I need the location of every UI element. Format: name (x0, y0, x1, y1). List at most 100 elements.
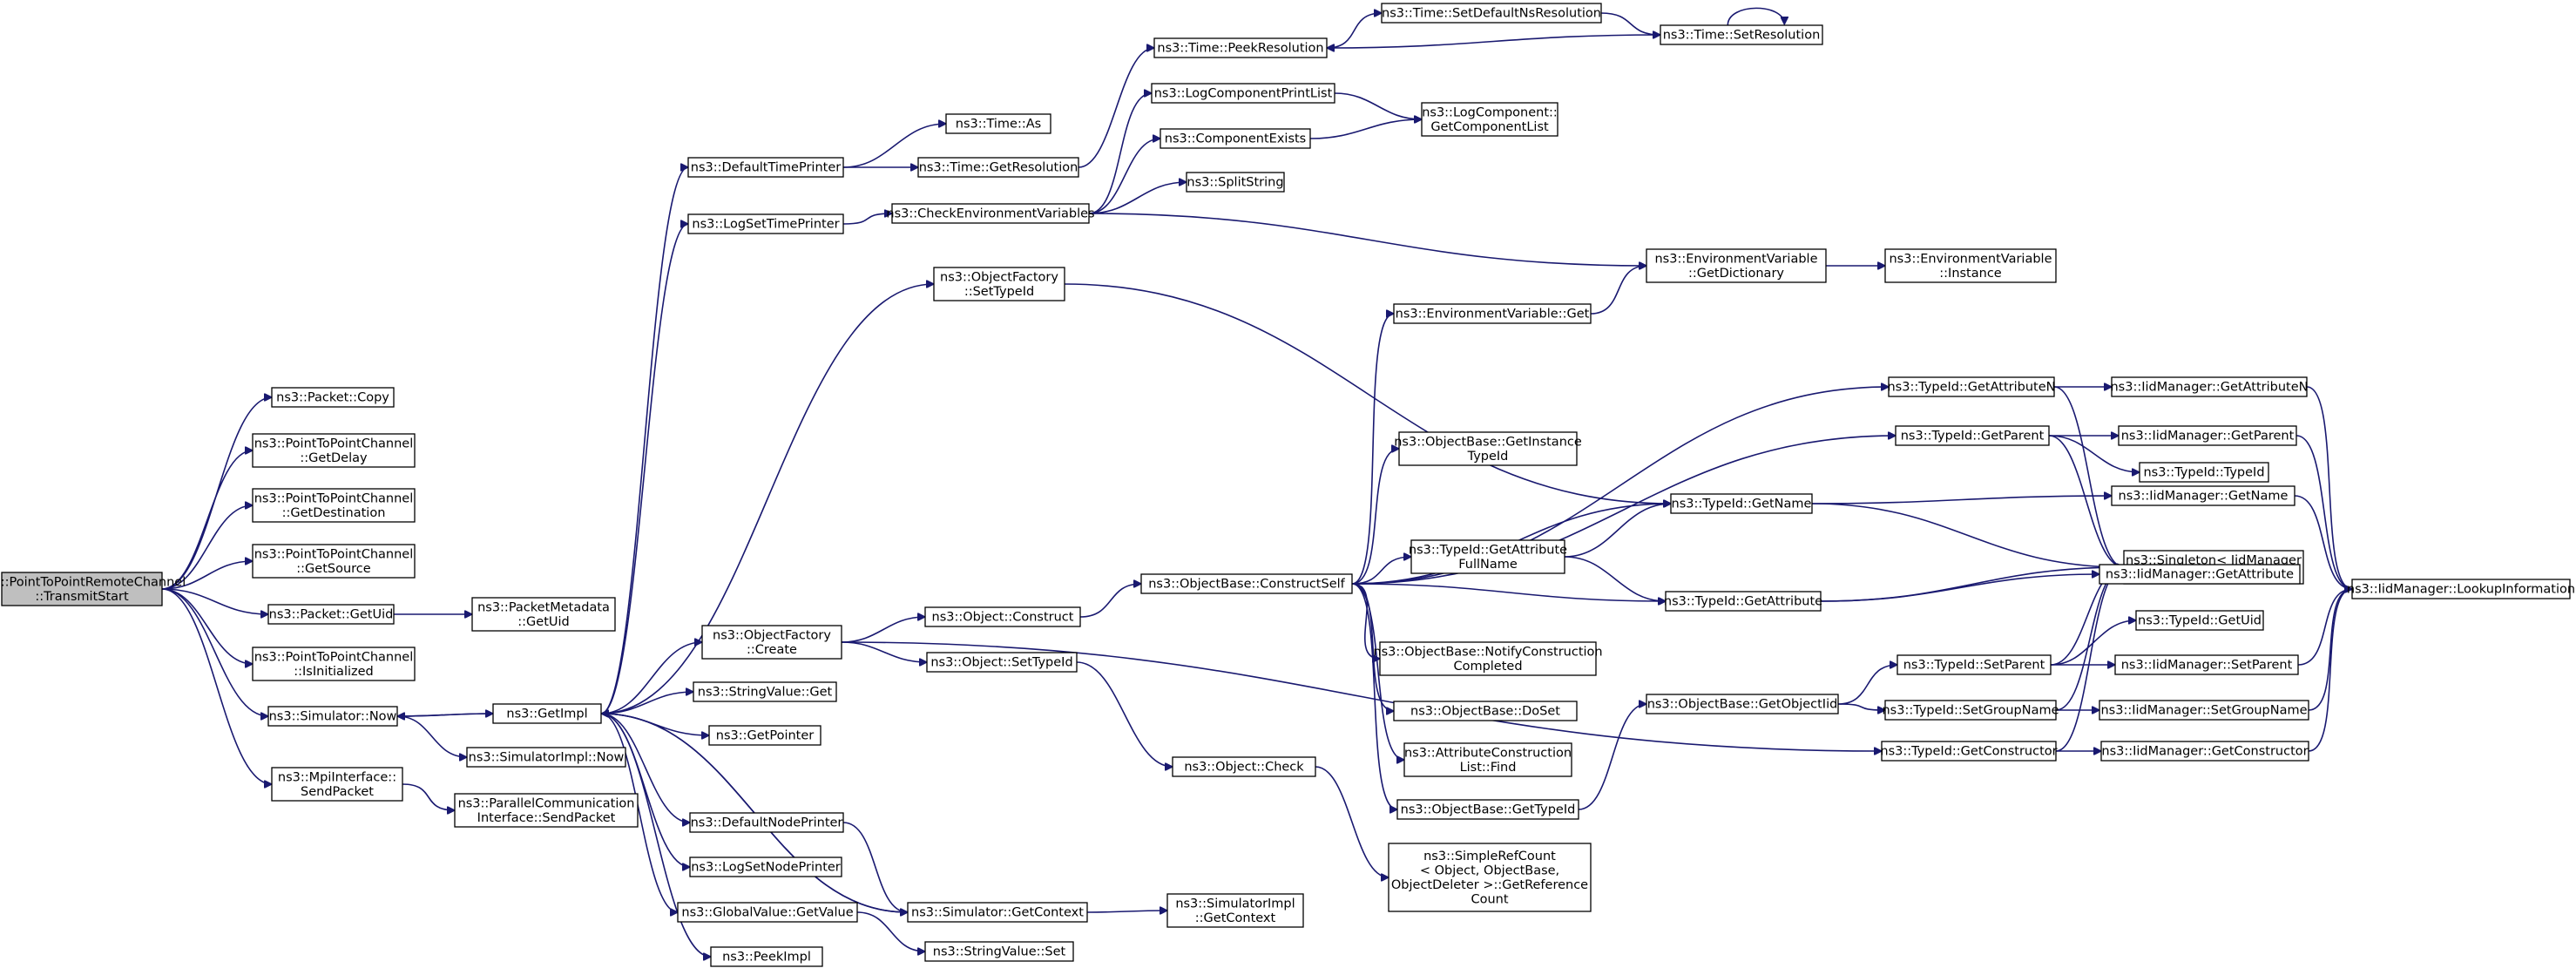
node-box (1646, 694, 1839, 714)
node-of_create[interactable]: ns3::ObjectFactory::Create (701, 625, 842, 660)
node-label: ns3::Simulator::GetContext (911, 906, 1084, 920)
node-label: Interface::SendPacket (477, 811, 616, 825)
node-iid_sgn[interactable]: ns3::IidManager::SetGroupName (2099, 700, 2309, 721)
node-pm_uid[interactable]: ns3::PacketMetadata::GetUid (471, 597, 616, 632)
node-tid_guid[interactable]: ns3::TypeId::GetUid (2135, 610, 2264, 631)
node-ob_goid[interactable]: ns3::ObjectBase::GetObjectIid (1646, 694, 1839, 714)
node-sim_now[interactable]: ns3::Simulator::Now (267, 706, 398, 727)
node-mpi_send[interactable]: ns3::MpiInterface::SendPacket (271, 767, 403, 802)
edge-obj_check-to-src_count (1315, 766, 1389, 877)
node-iid_gparent[interactable]: ns3::IidManager::GetParent (2118, 425, 2297, 446)
node-root[interactable]: ns3::PointToPointRemoteChannel::Transmit… (0, 572, 186, 606)
node-time_sdnr[interactable]: ns3::Time::SetDefaultNsResolution (1381, 3, 1602, 24)
node-p2p_dest[interactable]: ns3::PointToPointChannel::GetDestination (252, 488, 416, 523)
node-label: ns3::GetImpl (506, 708, 587, 721)
node-time_as[interactable]: ns3::Time::As (945, 113, 1051, 134)
call-edge (1351, 583, 1666, 601)
node-label: ns3::TypeId::GetUid (2138, 614, 2262, 628)
node-box (1151, 83, 1335, 104)
node-box (1186, 172, 1285, 193)
call-edge (161, 450, 253, 590)
node-ce[interactable]: ns3::ComponentExists (1160, 128, 1311, 149)
node-ob_gtid[interactable]: ns3::ObjectBase::GetTypeId (1396, 799, 1579, 820)
node-gv_get[interactable]: ns3::GlobalValue::GetValue (677, 902, 858, 923)
node-of_settid[interactable]: ns3::ObjectFactory::SetTypeId (933, 267, 1065, 301)
node-label: SendPacket (301, 785, 374, 799)
call-edge (2294, 495, 2352, 589)
node-lc_gcl[interactable]: ns3::LogComponent::GetComponentList (1421, 102, 1558, 137)
node-obj_settid[interactable]: ns3::Object::SetTypeId (926, 652, 1078, 673)
call-edge (402, 783, 455, 810)
node-p2p_init[interactable]: ns3::PointToPointChannel::IsInitialized (252, 647, 416, 681)
node-time_getres[interactable]: ns3::Time::GetResolution (917, 157, 1079, 178)
node-tid_setparent[interactable]: ns3::TypeId::SetParent (1897, 654, 2052, 675)
edge-ob_goid-to-tid_setparent (1837, 665, 1897, 705)
node-lstp[interactable]: ns3::LogSetTimePrinter (687, 213, 844, 234)
node-getimpl[interactable]: ns3::GetImpl (492, 703, 602, 724)
node-split[interactable]: ns3::SplitString (1186, 172, 1285, 193)
node-ev_inst[interactable]: ns3::EnvironmentVariable::Instance (1884, 248, 2057, 283)
node-label: ns3::TypeId::GetConstructor (1880, 745, 2057, 759)
edge-root-to-p2p_init (161, 588, 253, 664)
node-iid_gan[interactable]: ns3::IidManager::GetAttributeN (2110, 376, 2309, 397)
node-ev_gdict[interactable]: ns3::EnvironmentVariable::GetDictionary (1646, 248, 1827, 283)
node-iid_lookup[interactable]: ns3::IidManager::LookupInformation (2347, 579, 2575, 599)
node-src_count[interactable]: ns3::SimpleRefCount< Object, ObjectBase,… (1388, 843, 1592, 912)
edge-of_create-to-obj_construct (841, 617, 925, 643)
node-ob_nc[interactable]: ns3::ObjectBase::NotifyConstructionCompl… (1373, 641, 1603, 676)
node-lsnp[interactable]: ns3::LogSetNodePrinter (689, 857, 842, 877)
node-tid_getattr[interactable]: ns3::TypeId::GetAttribute (1664, 591, 1822, 612)
node-cev[interactable]: ns3::CheckEnvironmentVariables (886, 203, 1095, 224)
node-peekimpl[interactable]: ns3::PeekImpl (710, 946, 823, 967)
node-iid_gctor[interactable]: ns3::IidManager::GetConstructor (2100, 741, 2309, 762)
node-tid_sgn[interactable]: ns3::TypeId::SetGroupName (1882, 700, 2059, 721)
node-sv_set[interactable]: ns3::StringValue::Set (924, 941, 1074, 962)
node-p2p_delay[interactable]: ns3::PointToPointChannel::GetDelay (252, 433, 416, 468)
edge-obase_cs-to-ob_gtid (1351, 583, 1397, 809)
node-label: ::Instance (1939, 267, 2002, 281)
call-edge (1820, 567, 2124, 602)
node-ob_doset[interactable]: ns3::ObjectBase::DoSet (1393, 701, 1578, 721)
node-time_setres[interactable]: ns3::Time::SetResolution (1660, 24, 1823, 45)
node-ev_get[interactable]: ns3::EnvironmentVariable::Get (1393, 303, 1592, 324)
node-box (701, 625, 842, 660)
node-label: ::TransmitStart (35, 590, 129, 604)
node-iid_sparent[interactable]: ns3::IidManager::SetParent (2114, 654, 2299, 675)
node-label: ns3::PointToPointRemoteChannel (0, 575, 186, 589)
node-getptr[interactable]: ns3::GetPointer (708, 725, 821, 746)
node-time_peekres[interactable]: ns3::Time::PeekResolution (1153, 37, 1328, 58)
node-iid_gname[interactable]: ns3::IidManager::GetName (2111, 485, 2295, 506)
node-simimpl_ctx[interactable]: ns3::SimulatorImpl::GetContext (1166, 893, 1304, 928)
node-lcpl[interactable]: ns3::LogComponentPrintList (1151, 83, 1335, 104)
node-box (267, 604, 395, 625)
node-obase_cs[interactable]: ns3::ObjectBase::ConstructSelf (1140, 573, 1353, 594)
node-label: ns3::LogSetTimePrinter (692, 218, 839, 232)
node-tid_tid[interactable]: ns3::TypeId::TypeId (2139, 462, 2269, 483)
node-obj_check[interactable]: ns3::Object::Check (1172, 756, 1316, 777)
node-label: ::GetDictionary (1688, 267, 1784, 281)
node-dnp[interactable]: ns3::DefaultNodePrinter (689, 812, 844, 833)
call-edge (397, 714, 494, 716)
node-tid_gctor[interactable]: ns3::TypeId::GetConstructor (1880, 741, 2058, 762)
node-simimpl_now[interactable]: ns3::SimulatorImpl::Now (466, 747, 626, 768)
node-tid_gparent[interactable]: ns3::TypeId::GetParent (1895, 425, 2050, 446)
node-sim_getctx[interactable]: ns3::Simulator::GetContext (907, 902, 1088, 923)
node-pci_send[interactable]: ns3::ParallelCommunicationInterface::Sen… (454, 793, 639, 828)
node-pkt_copy[interactable]: ns3::Packet::Copy (271, 387, 395, 408)
edge-ce-to-lc_gcl (1309, 119, 1422, 139)
node-box (466, 747, 626, 768)
node-tid_getname[interactable]: ns3::TypeId::GetName (1670, 493, 1813, 514)
node-p2p_src[interactable]: ns3::PointToPointChannel::GetSource (252, 544, 416, 579)
node-label: ::GetDestination (282, 506, 386, 520)
node-pkt_uid[interactable]: ns3::Packet::GetUid (267, 604, 395, 625)
edge-root-to-p2p_delay (161, 450, 253, 590)
node-sv_get[interactable]: ns3::StringValue::Get (693, 681, 837, 702)
node-tid_gan[interactable]: ns3::TypeId::GetAttributeN (1887, 376, 2056, 397)
node-iid_gattr[interactable]: ns3::IidManager::GetAttribute (2099, 564, 2301, 585)
node-dtp[interactable]: ns3::DefaultTimePrinter (687, 157, 844, 178)
node-obj_construct[interactable]: ns3::Object::Construct (924, 606, 1081, 627)
node-box (1884, 700, 2057, 721)
